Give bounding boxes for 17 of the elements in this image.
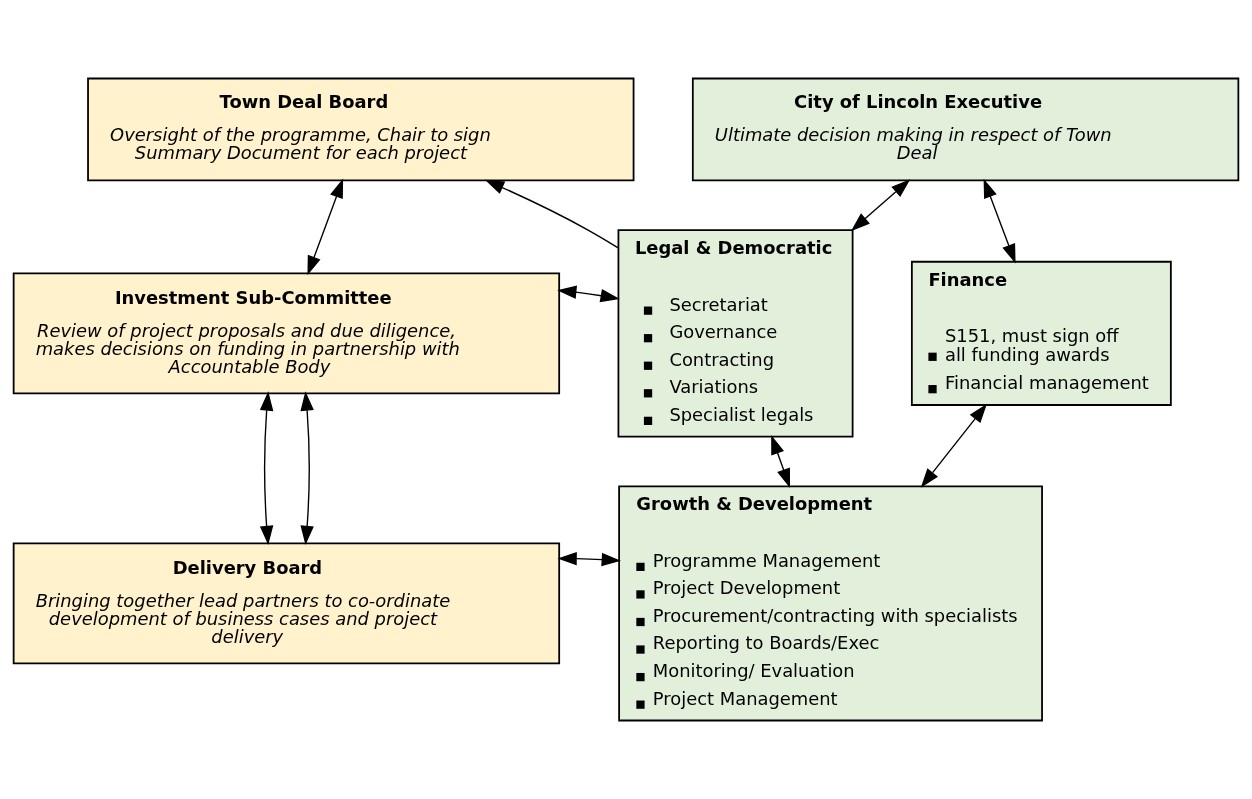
arrow <box>300 391 314 546</box>
arrow <box>850 179 911 232</box>
arrow <box>920 403 987 488</box>
node-box: Investment Sub-Committee Review of project proposals and due diligence, makes decisions on funding in partnership with Accountable Body <box>12 272 561 395</box>
node-box: Finance S151, must sign off all funding awards Financial management <box>910 260 1172 406</box>
node-box: Growth & Development Programme Management Project Development Procurement/contracting with specialists Reporting to Boards/Exec Monitoring/ Evaluation Project Management <box>618 485 1043 722</box>
arrow <box>484 179 619 249</box>
arrow <box>259 391 274 546</box>
arrow <box>983 178 1016 264</box>
node-box: Delivery Board Bringing together lead partners to co-ordinate development of business cases and project delivery <box>12 542 561 665</box>
node-box: Town Deal Board Oversight of the programme, Chair to sign Summary Document for each project <box>87 77 635 182</box>
arrow <box>307 178 344 276</box>
node-box: City of Lincoln Executive Ultimate decision making in respect of Town Deal <box>691 77 1240 182</box>
node-box: Legal & Democratic Secretariat Governance Contracting Variations Specialist legals <box>617 229 854 438</box>
arrow <box>771 434 791 488</box>
arrow <box>557 551 621 567</box>
arrow <box>557 285 620 303</box>
